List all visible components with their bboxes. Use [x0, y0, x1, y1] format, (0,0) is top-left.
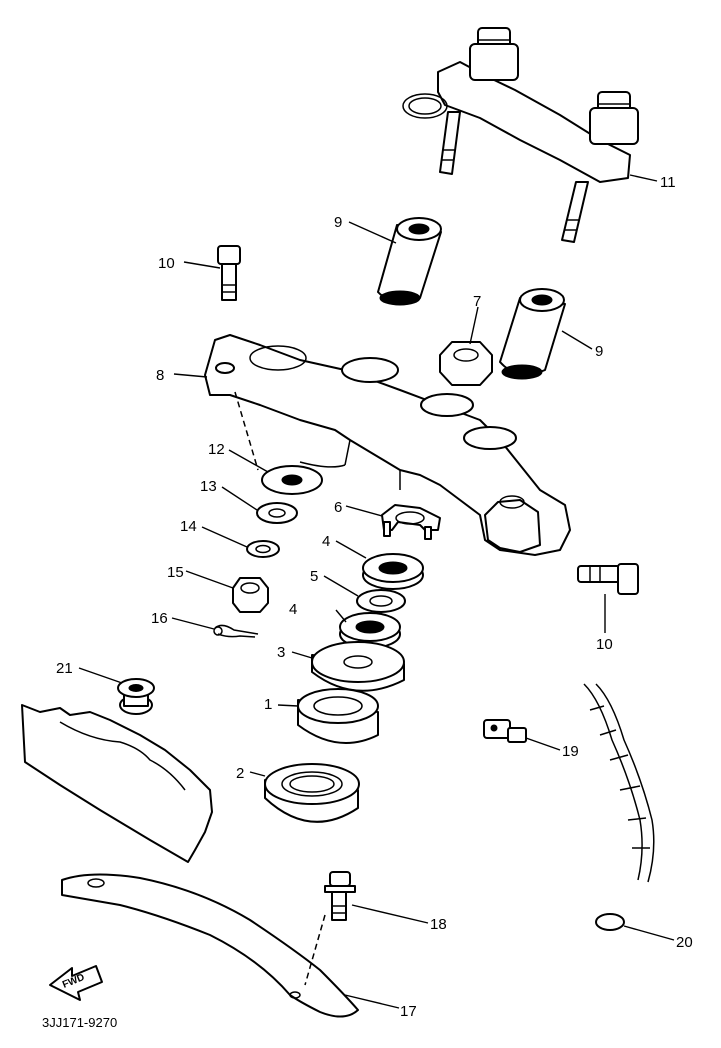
- callout-19: 19: [562, 743, 579, 760]
- nut-15-part: [232, 577, 269, 613]
- callout-10-upper: 10: [158, 255, 175, 272]
- bolt-18-part: [324, 871, 356, 921]
- bearing-upper-part: [297, 688, 379, 744]
- callout-14: 14: [180, 518, 197, 535]
- spring-washer-14-part: [246, 540, 280, 558]
- nut-part: [439, 341, 493, 386]
- cotter-pin-part: [213, 624, 259, 638]
- ring-nut-upper-part: [362, 553, 424, 590]
- callout-21: 21: [56, 660, 73, 677]
- washer-12-part: [261, 465, 323, 495]
- bushing-upper-part: [377, 217, 442, 306]
- washer-13-part: [256, 502, 298, 524]
- callout-9-lower: 9: [595, 343, 603, 360]
- callout-4-lower: 4: [289, 601, 297, 618]
- leader-lines: [78, 174, 675, 1009]
- bearing-lower-part: [264, 763, 360, 823]
- assembly-lines: [234, 391, 326, 986]
- forward-arrow-icon: FWD: [49, 965, 103, 1001]
- fender-part: [61, 873, 359, 1018]
- callout-13: 13: [200, 478, 217, 495]
- fitting-19-part: [483, 719, 527, 743]
- callout-11: 11: [660, 174, 676, 191]
- callout-6: 6: [334, 499, 342, 516]
- lower-bracket-part: [204, 334, 571, 556]
- upper-bracket-part: [402, 27, 639, 243]
- callout-10-right: 10: [596, 636, 613, 653]
- callout-7: 7: [473, 293, 481, 310]
- callout-4-upper: 4: [322, 533, 330, 550]
- bolt-right-part: [577, 563, 639, 595]
- washer-5-part: [356, 589, 406, 613]
- callout-5: 5: [310, 568, 318, 585]
- diagram-code: 3JJ171-9270: [42, 1015, 117, 1030]
- bushing-lower-part: [499, 288, 566, 380]
- callout-labels: 1 2 3 4 4 5 6 7 8 9 9 10 10 11 12 13 14 …: [56, 174, 693, 1020]
- grommet-part: [117, 678, 155, 715]
- cover-plate-part: [21, 704, 213, 863]
- callout-12: 12: [208, 441, 225, 458]
- callout-18: 18: [430, 916, 447, 933]
- bearing-cover-part: [311, 641, 405, 692]
- cable-20-part: [583, 683, 655, 931]
- callout-16: 16: [151, 610, 168, 627]
- callout-2: 2: [236, 765, 244, 782]
- bolt-upper-part: [217, 245, 241, 301]
- callout-3: 3: [277, 644, 285, 661]
- callout-9-upper: 9: [334, 214, 342, 231]
- callout-1: 1: [264, 696, 272, 713]
- callout-17: 17: [400, 1003, 417, 1020]
- callout-8: 8: [156, 367, 164, 384]
- callout-15: 15: [167, 564, 184, 581]
- callout-20: 20: [676, 934, 693, 951]
- lock-washer-part: [381, 504, 441, 540]
- ring-nut-lower-part: [339, 612, 401, 649]
